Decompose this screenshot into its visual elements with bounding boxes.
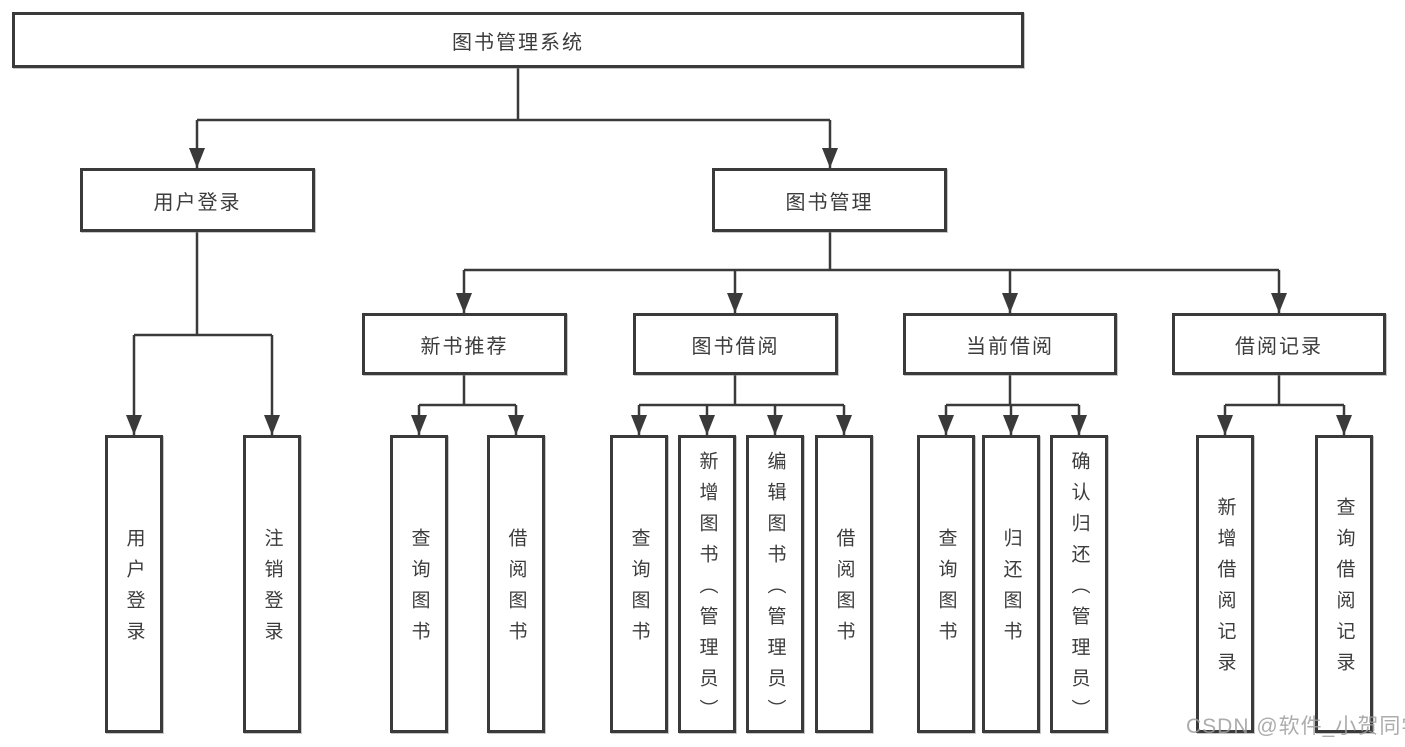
leaf-query-borrow-record: 查询借阅记录 — [1315, 435, 1373, 733]
leaf-borrow-book-recommend: 借阅图书 — [487, 435, 545, 733]
node-current-borrow: 当前借阅 — [903, 313, 1117, 375]
leaf-confirm-return-admin: 确认归还（管理员） — [1050, 435, 1108, 733]
node-label: 用户登录 — [153, 191, 242, 214]
leaf-add-borrow-record: 新增借阅记录 — [1196, 435, 1254, 733]
leaf-query-book-current: 查询图书 — [917, 435, 975, 733]
node-label: 图书借阅 — [691, 335, 780, 358]
leaf-borrow-book-borrow: 借阅图书 — [815, 435, 873, 733]
leaf-label: 查询借阅记录 — [1333, 497, 1355, 683]
leaf-label: 查询图书 — [628, 528, 650, 652]
leaf-label: 编辑图书（管理员） — [764, 450, 786, 730]
csdn-watermark: CSDN @软件_小贺同学 — [1186, 715, 1405, 738]
leaf-label: 新增图书（管理员） — [696, 450, 718, 730]
leaf-label: 确认归还（管理员） — [1068, 450, 1090, 730]
node-label: 图书管理 — [785, 191, 874, 214]
leaf-query-book-borrow: 查询图书 — [610, 435, 668, 733]
node-new-book-recommend: 新书推荐 — [362, 313, 567, 375]
node-root-label: 图书管理系统 — [452, 31, 584, 54]
leaf-label: 借阅图书 — [505, 528, 527, 652]
connector-group — [126, 68, 1352, 435]
leaf-query-book-recommend: 查询图书 — [390, 435, 448, 733]
leaf-label: 归还图书 — [1000, 528, 1022, 652]
leaf-return-book: 归还图书 — [982, 435, 1040, 733]
node-label: 新书推荐 — [420, 335, 509, 358]
leaf-label: 查询图书 — [935, 528, 957, 652]
leaf-label: 借阅图书 — [833, 528, 855, 652]
leaf-add-book-admin: 新增图书（管理员） — [678, 435, 736, 733]
node-label: 当前借阅 — [966, 335, 1054, 358]
node-root: 图书管理系统 — [12, 12, 1024, 68]
node-user-login: 用户登录 — [80, 168, 315, 232]
leaf-label: 用户登录 — [123, 528, 145, 652]
leaf-user-login: 用户登录 — [105, 435, 163, 733]
node-book-borrow: 图书借阅 — [633, 313, 838, 375]
leaf-logout: 注销登录 — [243, 435, 301, 733]
leaf-label: 注销登录 — [261, 528, 283, 652]
leaf-label: 新增借阅记录 — [1214, 497, 1236, 683]
node-label: 借阅记录 — [1235, 335, 1323, 358]
leaf-label: 查询图书 — [408, 528, 430, 652]
leaf-edit-book-admin: 编辑图书（管理员） — [746, 435, 804, 733]
node-book-management: 图书管理 — [712, 168, 947, 232]
node-borrow-record: 借阅记录 — [1172, 313, 1386, 375]
